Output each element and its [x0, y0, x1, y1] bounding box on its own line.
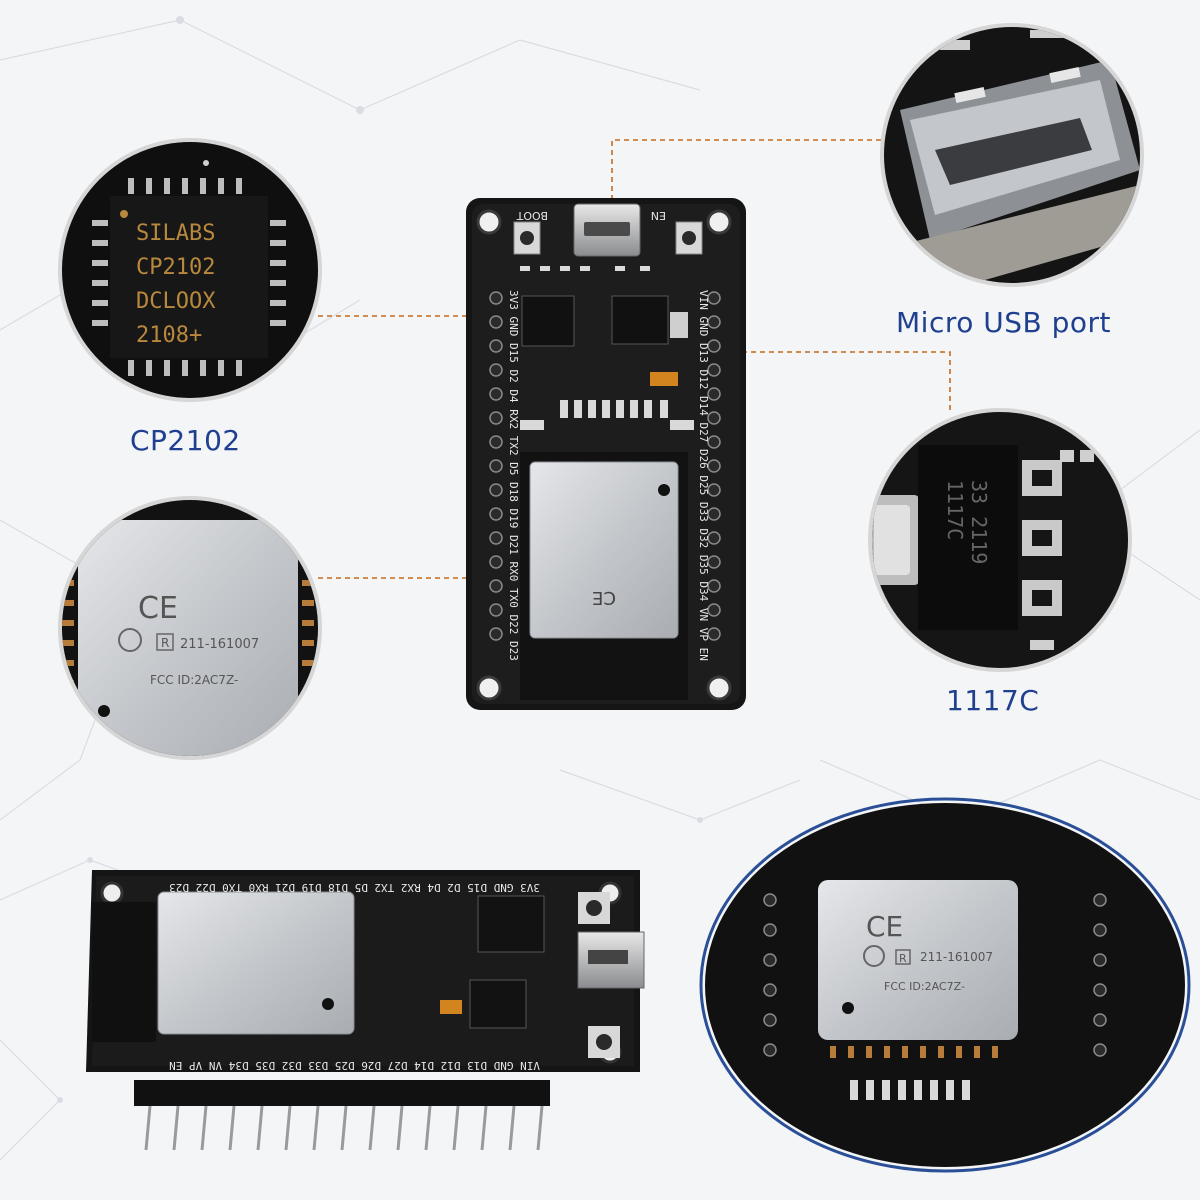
right-pin-labels: VIN GND D13 D12 D14 D27 D26 D25 D33 D32 …: [697, 290, 710, 661]
en-button: [675, 221, 703, 255]
boot-label: BOOT: [516, 209, 548, 222]
module-ce-mark-top: CE: [592, 587, 616, 608]
regulator-zoom-circle: 1117C 33 2119: [868, 408, 1132, 672]
bottom-lower-pin-labels: VIN GND D13 D12 D14 D27 D26 D25 D33 D32 …: [169, 1059, 540, 1072]
oval-fcc: FCC ID:2AC7Z-: [884, 980, 965, 993]
reg-line2: 33 2119: [967, 480, 991, 564]
module-oval-zoom: CE R 211-161007 FCC ID:2AC7Z-: [699, 797, 1191, 1173]
en-label: EN: [651, 209, 666, 222]
left-header-pins: [489, 291, 503, 641]
cp-line4: 2108+: [136, 323, 202, 348]
boot-button: [513, 221, 541, 255]
esp32-board-top-view: CE 3V3 GND D15 D2 D4 RX2 TX2 D5 D18 D19 …: [466, 198, 746, 710]
caption-1117c: 1117C: [946, 684, 1040, 717]
oval-ce-mark: CE: [866, 910, 903, 943]
reg-line1: 1117C: [943, 480, 967, 540]
esp32-board-angled-view: 3V3 GND D15 D2 D4 RX2 TX2 D5 D18 D19 D21…: [86, 870, 645, 1151]
module-r-mark: R: [161, 636, 169, 650]
module-cert: 211-161007: [180, 637, 259, 652]
bottom-header-pins: [144, 1105, 544, 1151]
cp-line2: CP2102: [136, 255, 215, 280]
left-pin-labels: 3V3 GND D15 D2 D4 RX2 TX2 D5 D18 D19 D21…: [507, 290, 520, 661]
caption-cp2102: CP2102: [130, 424, 241, 457]
caption-micro-usb-port: Micro USB port: [896, 306, 1112, 339]
right-header-pins: [707, 291, 721, 641]
bottom-top-pin-labels: 3V3 GND D15 D2 D4 RX2 TX2 D5 D18 D19 D21…: [169, 881, 540, 894]
esp32-module-zoom-circle: CE R 211-161007 FCC ID:2AC7Z-: [58, 496, 322, 760]
module-ce-mark: CE: [138, 591, 178, 626]
oval-r-mark: R: [899, 952, 907, 965]
micro-usb-zoom-circle: [880, 23, 1144, 287]
cp-line1: SILABS: [136, 221, 215, 246]
leader-lines: [318, 139, 951, 579]
module-fcc: FCC ID:2AC7Z-: [150, 673, 238, 687]
oval-cert: 211-161007: [920, 950, 993, 964]
cp-line3: DCLOOX: [136, 289, 216, 314]
cp2102-zoom-circle: SILABS CP2102 DCLOOX 2108+: [58, 138, 322, 402]
